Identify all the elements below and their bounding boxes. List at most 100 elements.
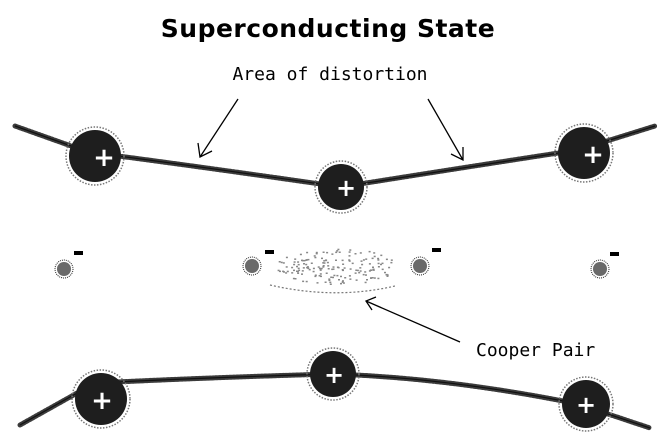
cooper-pair-dot — [320, 275, 322, 278]
ion-plus-sign: + — [582, 140, 604, 170]
cooper-pair-dot — [338, 251, 341, 253]
cooper-pair-dot — [285, 256, 288, 259]
cooper-pair-dot — [327, 268, 330, 270]
cooper-pair-dot — [310, 262, 313, 264]
cooper-pair-dot — [355, 279, 358, 281]
cooper-pair-dot — [385, 273, 388, 276]
cooper-pair-dot — [332, 268, 335, 270]
electron — [245, 259, 259, 273]
cooper-pair-dot — [348, 275, 351, 277]
cooper-pair-dot — [316, 282, 319, 284]
ion-halo — [71, 369, 131, 429]
cooper-pair-dot — [331, 268, 334, 271]
cooper-pair-dot — [306, 266, 309, 269]
cooper-pair-dot — [349, 268, 352, 270]
cooper-pair-dot — [298, 269, 301, 272]
ion-top-center: + — [314, 160, 368, 214]
electron — [593, 262, 607, 276]
cooper-pair-dot — [381, 268, 384, 271]
cooper-pair-dot — [305, 259, 308, 261]
cooper-pair-dot — [312, 270, 315, 273]
cooper-pair-dot — [327, 265, 330, 267]
cooper-pair-dot — [329, 281, 332, 284]
cooper-pair-dot — [280, 261, 283, 264]
positive-ion — [558, 127, 610, 179]
cooper-pair-dot — [314, 274, 317, 276]
cooper-pair-label: Cooper Pair — [476, 340, 595, 361]
ion-plus-sign: + — [91, 386, 113, 416]
cooper-pair-dot — [361, 263, 364, 266]
electron-center-right — [410, 248, 441, 276]
cooper-pair-dot — [368, 250, 371, 253]
cooper-pair-dot — [365, 258, 368, 260]
ion-halo — [306, 347, 360, 401]
ion-top-right: + — [554, 123, 614, 183]
cooper-pair-dot — [371, 257, 374, 260]
cooper-pair-dot — [301, 259, 303, 262]
cooper-pair-dot — [325, 259, 328, 261]
cooper-pair-dot — [294, 278, 297, 280]
cooper-pair-dot — [377, 262, 380, 265]
cooper-pair-dot — [313, 255, 316, 257]
cooper-pair-dot — [332, 276, 334, 279]
positive-ion — [69, 130, 121, 182]
ion-top-left: + — [65, 126, 125, 186]
cooper-pair-dot — [390, 259, 393, 261]
cooper-pair-dot — [342, 282, 345, 284]
cooper-pair-dot — [303, 263, 305, 265]
cooper-pair-dot — [319, 269, 322, 271]
cooper-pair-dot — [303, 259, 306, 262]
electron-halo — [410, 256, 430, 276]
cooper-pair-dot — [385, 258, 388, 261]
cooper-pair-dot — [293, 263, 296, 266]
cooper-pair-dot — [341, 281, 344, 283]
cooper-pair-dot — [306, 266, 309, 268]
cooper-pair-dot — [359, 270, 362, 272]
cooper-pair-dot — [294, 258, 297, 260]
cooper-pair-dot — [332, 266, 335, 268]
ion-bottom-right: + — [558, 376, 614, 432]
cooper-pair-dot — [380, 254, 383, 257]
cooper-pair-dot — [319, 267, 322, 270]
cooper-pair-dot — [277, 269, 280, 272]
cooper-pair-dot — [343, 267, 346, 269]
cooper-pair-dot — [282, 262, 285, 264]
cooper-pair-dot — [322, 251, 325, 253]
cooper-pair-dot — [355, 269, 358, 271]
cooper-pair-dot — [348, 255, 351, 257]
cooper-pair-dot — [285, 272, 288, 274]
electron-center-left — [242, 250, 274, 276]
cooper-pair-dot — [377, 259, 380, 261]
cooper-pair-dot — [377, 266, 380, 268]
cooper-pair-dot — [307, 267, 310, 270]
cooper-pair-dot — [329, 283, 332, 285]
cooper-pair-dot — [341, 269, 344, 271]
distortion-arrow-left — [199, 98, 239, 158]
ion-plus-sign: + — [93, 143, 115, 173]
cooper-pair-dot — [388, 266, 391, 269]
cooper-pair-dot — [364, 281, 367, 284]
cooper-pair-arrowhead — [365, 296, 377, 311]
diagram-title: Superconducting State — [161, 14, 495, 43]
ion-bottom-left: + — [71, 369, 131, 429]
cooper-pair-dot — [314, 275, 317, 278]
cooper-pair-dot — [369, 269, 372, 271]
cooper-pair-dot — [371, 277, 374, 279]
cooper-pair-dot — [340, 282, 342, 285]
cooper-pair-dot — [360, 260, 363, 262]
cooper-pair-dot — [368, 270, 371, 272]
cooper-pair-dot — [362, 259, 365, 261]
electron-halo — [590, 259, 610, 279]
cooper-pair-dot — [293, 261, 296, 263]
cooper-pair-dot — [302, 280, 305, 283]
cooper-pair-dot — [370, 277, 373, 279]
cooper-pair-dot — [279, 270, 281, 273]
cooper-pair-dot — [285, 266, 288, 268]
cooper-pair-dot — [278, 261, 281, 263]
cooper-pair-dot — [328, 279, 331, 282]
cooper-pair-dot — [299, 253, 302, 256]
cooper-pair-dot — [323, 262, 326, 264]
cooper-pair-dot — [318, 275, 321, 277]
cooper-pair-dot — [364, 271, 367, 273]
cooper-pair-dot — [306, 251, 309, 254]
